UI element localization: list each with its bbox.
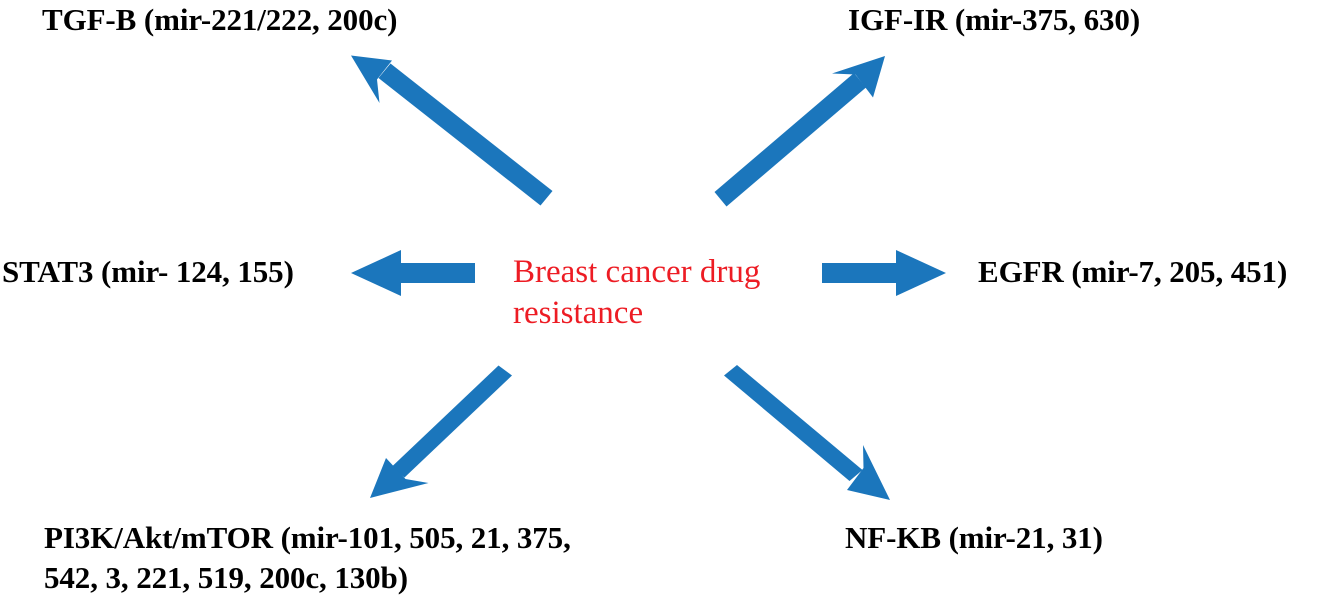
node-label-egfr: EGFR (mir-7, 205, 451): [978, 254, 1288, 289]
arrow-to-igfir-icon: [714, 56, 885, 207]
arrow-to-pi3k-icon: [370, 365, 512, 498]
node-label-stat3: STAT3 (mir- 124, 155): [2, 254, 294, 289]
center-node-label: Breast cancer drug resistance: [513, 254, 761, 331]
arrow-to-tgfb-icon: [351, 55, 553, 206]
node-label-tgfb: TGF-B (mir-221/222, 200c): [42, 2, 398, 37]
node-label-igfir: IGF-IR (mir-375, 630): [848, 2, 1141, 37]
arrow-to-nfkb-icon: [724, 365, 890, 500]
node-label-pi3k: PI3K/Akt/mTOR (mir-101, 505, 21, 375, 54…: [44, 520, 571, 595]
arrow-to-stat3-icon: [351, 250, 475, 296]
node-label-nfkb: NF-KB (mir-21, 31): [845, 520, 1103, 555]
arrow-to-egfr-icon: [822, 250, 946, 296]
